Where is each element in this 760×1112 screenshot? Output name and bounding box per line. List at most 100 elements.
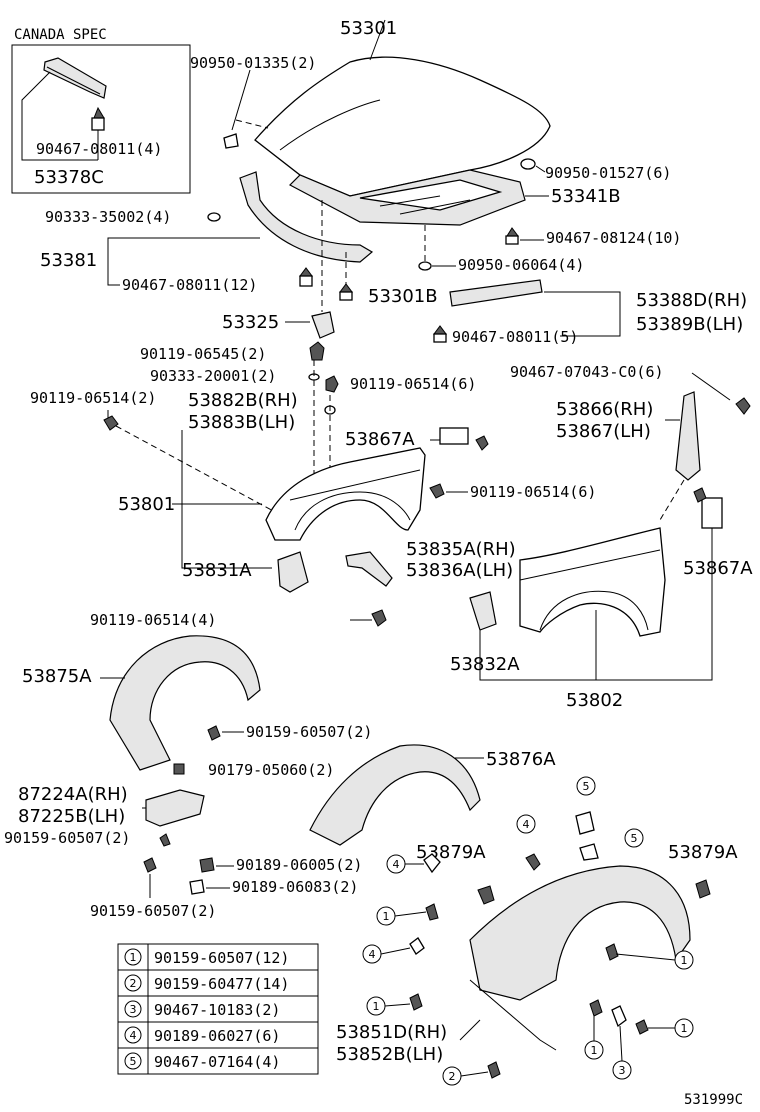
label-53836A: 53836A(LH) [406,560,513,581]
liner-front-group: 53879A 53879A 53851D(RH) 53852B(LH) [336,811,738,1079]
label-90950-01335: 90950-01335(2) [190,54,316,72]
callout-1-c: 1 [674,950,694,970]
front-fender-lh-part [265,447,426,541]
label-53866: 53866(RH) [556,399,653,420]
bolt-icon [429,483,445,499]
clip-icon [605,943,619,961]
clip-icon [693,487,707,503]
label-53867: 53867(LH) [556,421,651,442]
bolt-icon [371,609,387,627]
svg-text:1: 1 [591,1044,598,1057]
legend-row-5: 5 90467-07164(4) [124,1052,280,1071]
label-90119-06545: 90119-06545(2) [140,345,266,363]
svg-text:1: 1 [383,910,390,923]
bolt-icon [103,415,119,431]
fender-liner-bracket-part [469,591,497,631]
clip-icon [423,853,441,874]
callout-1-a: 1 [376,906,396,926]
legend-part-5: 90467-07164(4) [154,1053,280,1071]
canada-bolt-label: 90467-08011(4) [36,140,162,158]
label-90159-60507-2a: 90159-60507(2) [246,723,372,741]
label-53875A: 53875A [22,666,92,687]
callout-5-b: 5 [624,828,644,848]
label-90119-06514-6b: 90119-06514(6) [470,483,596,501]
front-fender-rh-part [519,527,666,637]
clip-icon [487,1061,501,1079]
label-53801: 53801 [118,494,175,515]
legend-part-4: 90189-06027(6) [154,1027,280,1045]
label-90467-08124: 90467-08124(10) [546,229,681,247]
svg-text:4: 4 [369,948,376,961]
bolt-icon [309,341,325,361]
clip-icon [299,267,313,277]
canada-spec-title: CANADA SPEC [14,27,107,43]
cushion-part [418,261,432,271]
clip-icon [433,325,447,335]
legend-table: 1 90159-60507(12) 2 90159-60477(14) 3 90… [117,943,319,1075]
svg-text:5: 5 [583,780,590,793]
clip-icon [409,993,423,1011]
label-53325: 53325 [222,312,279,333]
label-53867A-b: 53867A [683,558,753,579]
legend-row-1: 1 90159-60507(12) [124,948,289,967]
liner-rh-rear-group: 53876A [309,744,556,846]
clip-icon [409,937,425,955]
bracket-part [701,497,723,529]
label-90950-01527: 90950-01527(6) [545,164,671,182]
clip-icon [159,833,171,847]
label-90179-05060: 90179-05060(2) [208,761,334,779]
callout-5-a: 5 [576,776,596,796]
legend-row-4: 4 90189-06027(6) [124,1026,280,1045]
svg-text:4: 4 [393,858,400,871]
nut-part [189,879,205,895]
label-53831A: 53831A [182,560,252,581]
clip-icon [579,843,599,861]
label-53883B: 53883B(LH) [188,412,295,433]
label-90189-06083: 90189-06083(2) [232,878,358,896]
svg-text:3: 3 [619,1064,626,1077]
clip-icon [611,1005,627,1028]
fender-seal-group: 90467-07043-C0(6) 53866(RH) 53867(LH) [510,363,751,521]
svg-text:1: 1 [681,1022,688,1035]
hood-lock-striker-part [311,311,335,339]
legend-part-2: 90159-60477(14) [154,975,289,993]
svg-text:5: 5 [631,832,638,845]
fender-seal-part [675,391,701,481]
callout-1-e: 1 [584,1040,604,1060]
nut-part [173,763,185,775]
clip-icon [475,435,489,451]
label-53802: 53802 [566,690,623,711]
label-87224A: 87224A(RH) [18,784,128,805]
label-53301B: 53301B [368,286,438,307]
label-90467-08011-5: 90467-08011(5) [452,328,578,346]
hood-seal-rh-part [449,279,543,307]
svg-text:4: 4 [523,818,530,831]
callout-2: 2 [442,1066,462,1086]
callout-markers: 5 4 5 4 1 4 1 2 1 1 1 3 [362,776,694,1086]
clip-icon [506,227,519,237]
callout-1-b: 1 [366,996,386,1016]
fender-liner-bracket-part [277,551,309,593]
clip-icon [143,857,157,873]
label-53341B: 53341B [551,186,621,207]
hood-panel [254,56,551,197]
label-87225B: 87225B(LH) [18,806,125,827]
callout-3: 3 [612,1060,632,1080]
fender-lh-group: 53867A 53801 90119-06514(6) 53835A(RH) 5… [90,427,596,629]
hood-seal-part [239,171,374,263]
liner-bracket-part [145,789,205,827]
hood-cushion-part [223,133,239,149]
label-90467-08011-12: 90467-08011(12) [122,276,257,294]
clip-icon [735,397,751,415]
bolt-icon [325,375,339,393]
label-53867A-a: 53867A [345,429,415,450]
label-90950-06064: 90950-06064(4) [458,256,584,274]
fender-rh-group: 53832A 53802 53867A [450,487,753,711]
clip-icon [695,879,711,899]
liner-lh-group: 53875A 90159-60507(2) 90179-05060(2) [22,635,372,779]
label-53882B: 53882B(RH) [188,390,298,411]
label-53851D: 53851D(RH) [336,1022,447,1043]
legend-row-3: 3 90467-10183(2) [124,1000,280,1019]
label-53835A: 53835A(RH) [406,539,516,560]
